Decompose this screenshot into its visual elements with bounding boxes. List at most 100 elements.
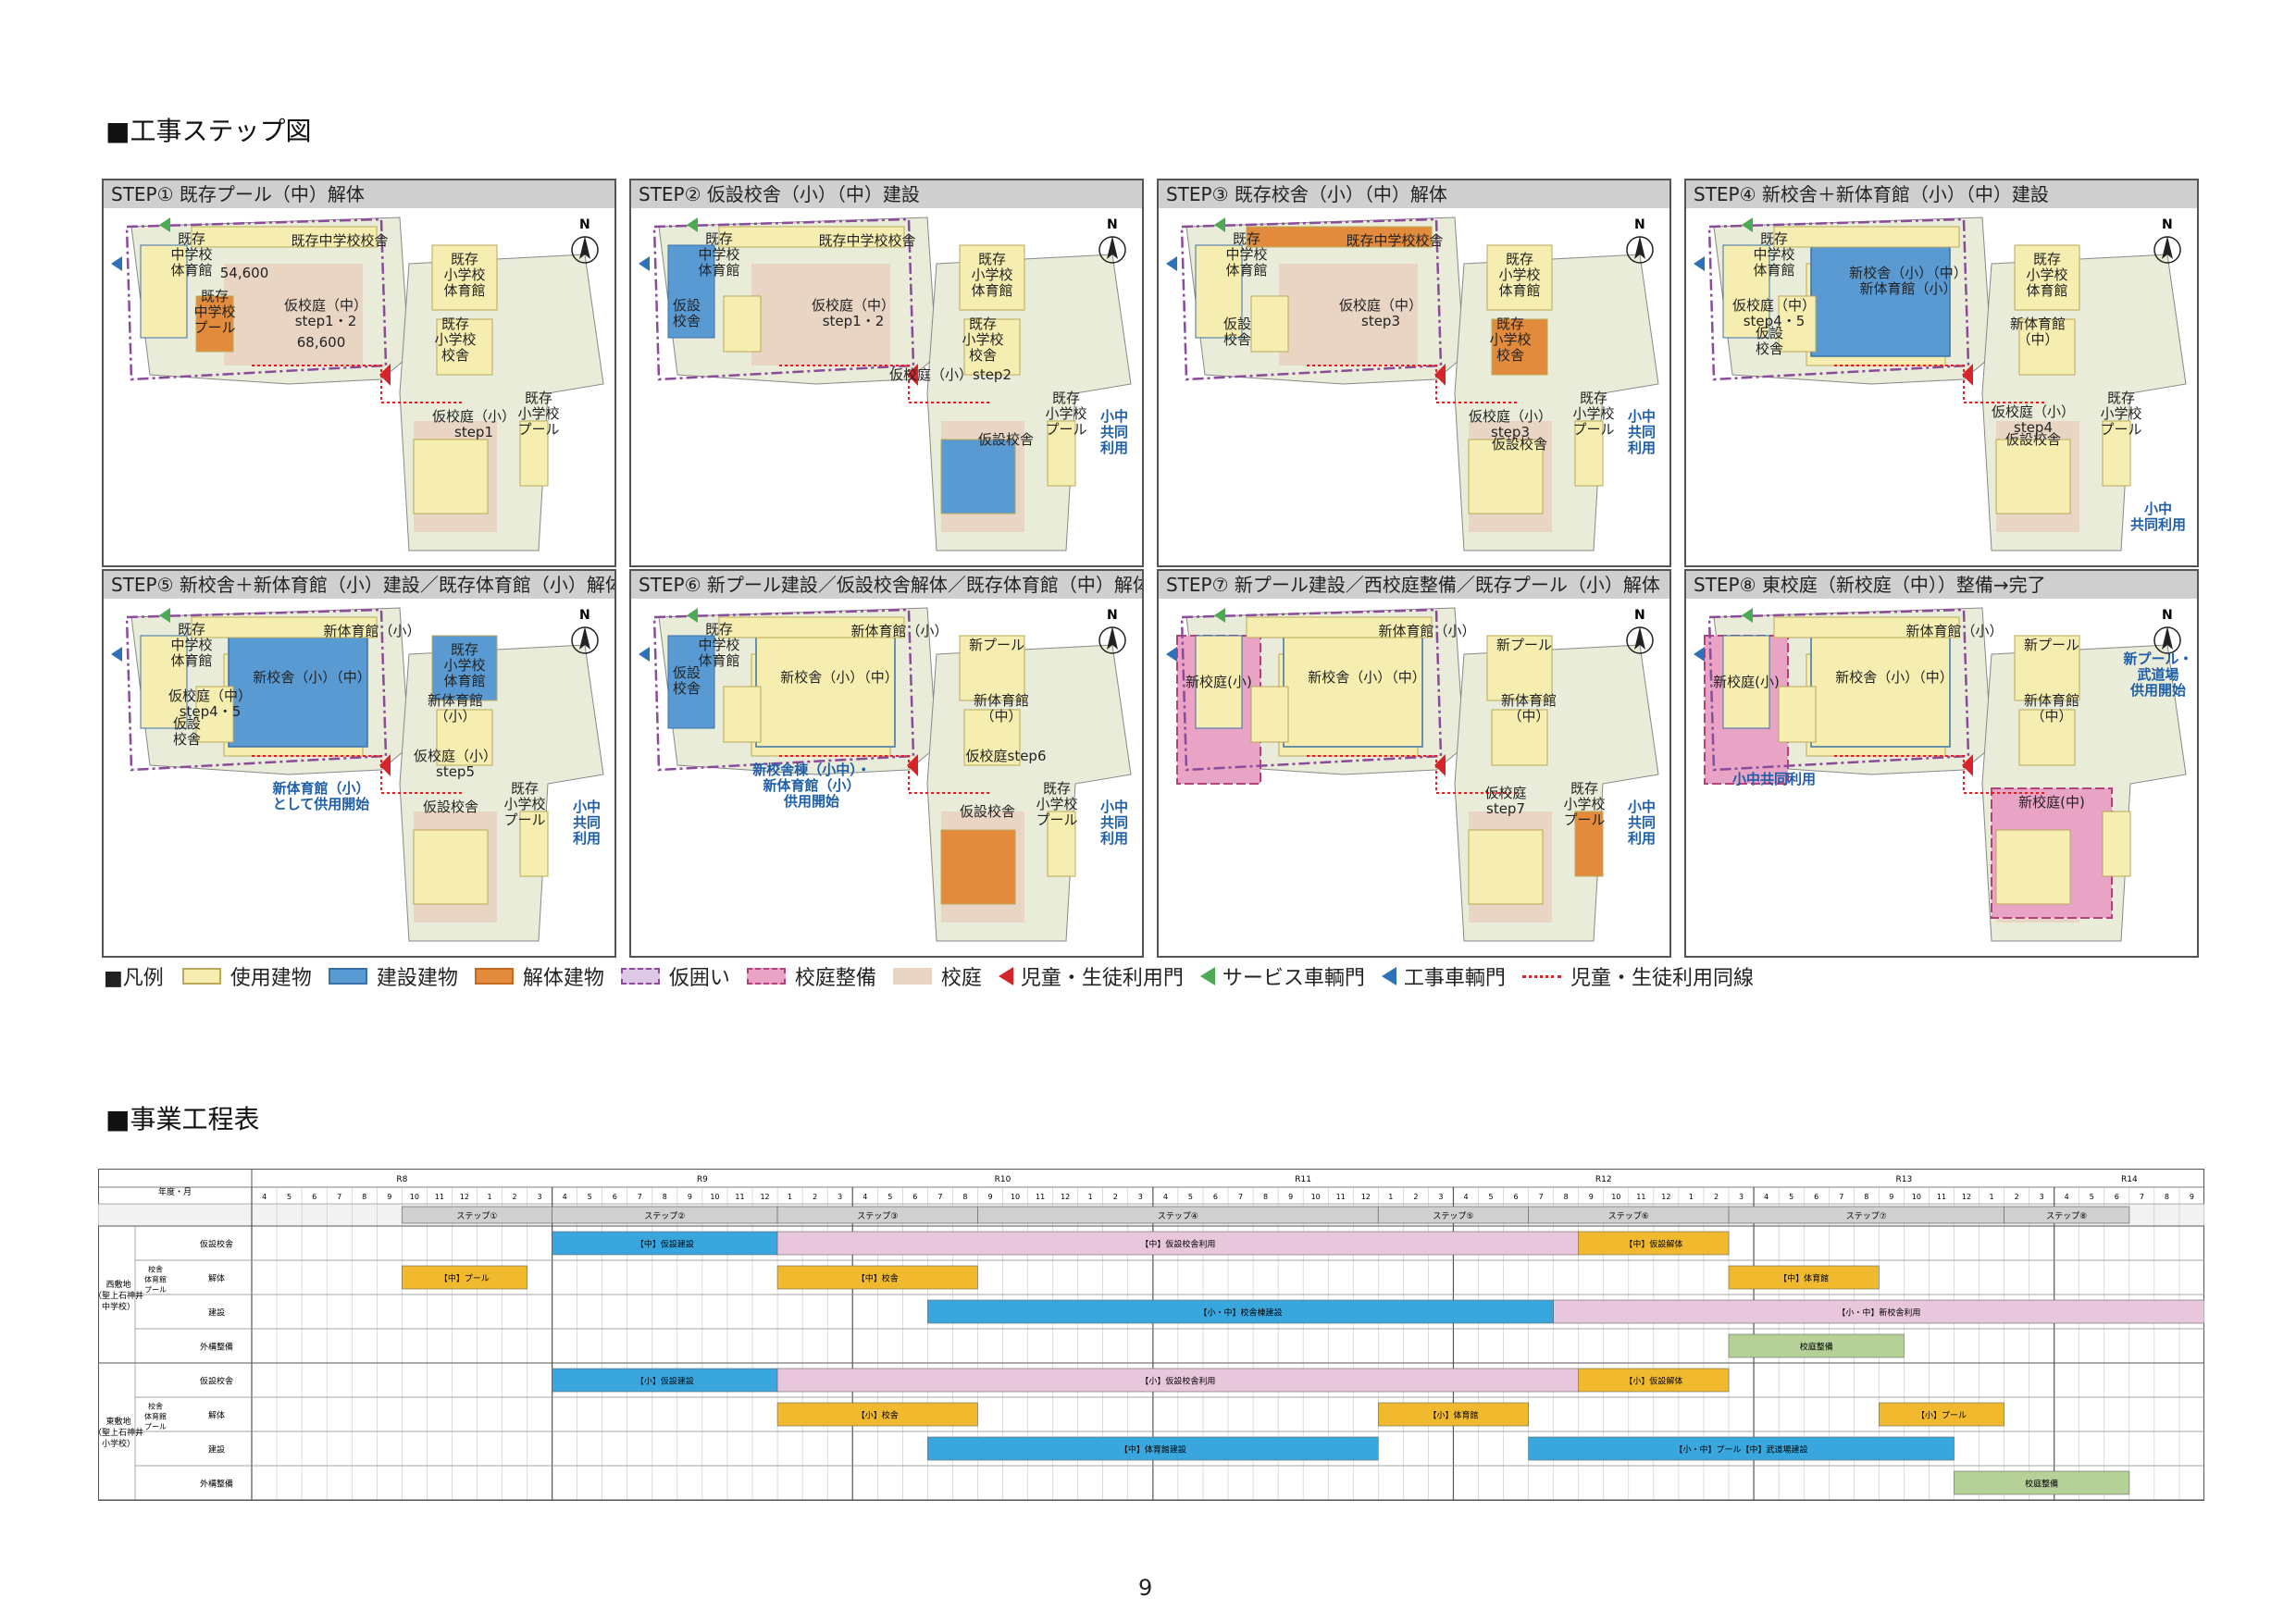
schedule-bar — [1528, 1436, 1955, 1461]
plan-label: 新校舎（小）（中）新体育館（小） — [1849, 265, 1967, 297]
plan-label: 新体育館（中） — [2010, 316, 2066, 348]
step-label: ステップ③ — [857, 1211, 898, 1221]
row-label: 仮設校舎 — [200, 1239, 233, 1250]
month-label: 7 — [1539, 1193, 1544, 1201]
month-label: 11 — [1036, 1193, 1045, 1201]
month-label: 5 — [2090, 1193, 2094, 1201]
legend-item: 仮囲い — [620, 961, 730, 991]
plan-label: 仮設校舎 — [1223, 316, 1251, 348]
plan-label: 既存小学校校舎 — [1489, 316, 1531, 364]
legend-label: 仮囲い — [668, 967, 730, 990]
plan-label: 新体育館（小） — [850, 623, 948, 639]
plan-label: 既存中学校校舎 — [291, 232, 388, 249]
step-panel-title: STEP④ 新校舎＋新体育館（小）（中）建設 — [1686, 180, 2197, 209]
legend-label: 使用建物 — [230, 967, 312, 990]
plan-label: 既存小学校体育館 — [443, 251, 485, 299]
bar-label: 【中】仮設建設 — [636, 1239, 694, 1250]
legend-label: 児童・生徒利用門 — [1020, 967, 1184, 990]
month-label: 5 — [887, 1193, 892, 1201]
bar-label: 【中】体育館建設 — [1120, 1444, 1186, 1456]
plan-label: 新校舎棟（小中）・新体育館（小）供用開始 — [752, 762, 871, 810]
plan-label: 既存小学校プール — [503, 780, 545, 828]
schedule-bar — [552, 1231, 778, 1256]
step-label: ステップ① — [456, 1211, 497, 1221]
site-plan: N既存中学校体育館新体育館（小）新校舎（小）（中）仮設校舎新プール新体育館（中）… — [631, 599, 1142, 956]
legend-label: 校庭 — [940, 967, 982, 990]
month-label: 11 — [735, 1193, 744, 1201]
schedule-bar — [776, 1265, 978, 1290]
schedule-bar — [1954, 1470, 2130, 1495]
plan-label: 既存中学校校舎 — [818, 232, 915, 249]
plan-label: 新体育館（小） — [323, 623, 420, 639]
month-label: 10 — [1311, 1193, 1321, 1201]
step-panel-title: STEP① 既存プール（中）解体 — [104, 180, 614, 209]
plan-label: 既存中学校体育館 — [1225, 230, 1267, 279]
svg-text:N: N — [579, 608, 590, 623]
month-label: 11 — [435, 1193, 444, 1201]
year-label: R11 — [1295, 1175, 1311, 1184]
month-label: 6 — [1213, 1193, 1218, 1201]
year-label: R8 — [396, 1175, 407, 1184]
step-label: ステップ⑦ — [1846, 1211, 1887, 1221]
legend-item: サービス車輌門 — [1199, 961, 1365, 991]
month-label: 4 — [563, 1193, 567, 1201]
month-label: 9 — [2190, 1193, 2194, 1201]
schedule-bar — [1578, 1368, 1730, 1393]
plan-label: 仮設校舎 — [2005, 431, 2061, 448]
plan-label: 仮校庭（小）step3 — [1469, 408, 1552, 440]
plan-label: 仮校庭（小）step5 — [414, 748, 497, 780]
month-label: 6 — [912, 1193, 917, 1201]
group-label: 西敷地（聖上石神井中学校） — [98, 1279, 143, 1312]
bar-label: 校庭整備 — [1800, 1342, 1833, 1353]
row-label: 仮設校舎 — [200, 1376, 233, 1387]
legend-label: 児童・生徒利用同線 — [1570, 967, 1754, 990]
plan-label: 仮校庭（中）step1・2 — [284, 297, 367, 329]
month-label: 8 — [362, 1193, 366, 1201]
month-label: 5 — [1188, 1193, 1193, 1201]
month-label: 2 — [1413, 1193, 1418, 1201]
plan-label: 仮校庭（小）step4 — [1992, 403, 2075, 436]
month-label: 10 — [1611, 1193, 1620, 1201]
bar-label: 【小】校舎 — [857, 1410, 899, 1421]
year-label: R9 — [697, 1175, 708, 1184]
plan-label: 既存小学校体育館 — [1498, 251, 1540, 299]
month-label: 10 — [1912, 1193, 1921, 1201]
plan-label: 既存小学校校舎 — [434, 316, 476, 364]
month-label: 1 — [1088, 1193, 1093, 1201]
bar-label: 【小】仮設建設 — [636, 1376, 694, 1387]
legend-item: 児童・生徒利用同線 — [1521, 961, 1754, 991]
month-label: 12 — [1361, 1193, 1371, 1201]
plan-label: 小中共同利用 — [1100, 408, 1128, 456]
legend-swatch — [620, 968, 660, 985]
month-label: 3 — [1438, 1193, 1443, 1201]
legend-swatch — [474, 968, 514, 985]
site-plan: N既存中学校体育館新体育館（小）新校舎（小）（中）仮校庭（中）step4・5仮設… — [104, 599, 614, 956]
month-label: 7 — [337, 1193, 341, 1201]
schedule-bar — [1553, 1299, 2204, 1324]
schedule-bar — [1728, 1265, 1880, 1290]
plan-label: 新プール — [969, 637, 1024, 653]
step-panel-title: STEP③ 既存校舎（小）（中）解体 — [1159, 180, 1669, 209]
plan-label: 既存小学校プール — [517, 390, 559, 438]
month-label: 8 — [663, 1193, 667, 1201]
month-label: 3 — [1138, 1193, 1143, 1201]
bar-label: 【小・中】プール【中】武道場建設 — [1675, 1444, 1808, 1456]
month-label: 7 — [1839, 1193, 1843, 1201]
legend-swatch — [892, 968, 932, 985]
legend-item: 工事車輌門 — [1381, 961, 1506, 991]
step-label: ステップ⑤ — [1433, 1211, 1473, 1221]
month-label: 4 — [1463, 1193, 1468, 1201]
legend-swatch — [1521, 974, 1561, 978]
month-label: 6 — [1814, 1193, 1818, 1201]
schedule-bar — [1578, 1231, 1730, 1256]
month-label: 12 — [460, 1193, 469, 1201]
legend-swatch — [328, 968, 367, 985]
month-label: 8 — [1263, 1193, 1268, 1201]
legend-item: 解体建物 — [474, 961, 604, 991]
month-label: 8 — [2165, 1193, 2169, 1201]
legend-item: 建設建物 — [328, 961, 458, 991]
plan-label: 既存小学校体育館 — [2026, 251, 2067, 299]
plan-label: 新校舎（小）（中） — [253, 669, 371, 686]
site-plan: N既存中学校体育館新校舎（小）（中）新体育館（小）仮校庭（中）step4・5仮設… — [1686, 208, 2197, 565]
month-label: 5 — [588, 1193, 592, 1201]
